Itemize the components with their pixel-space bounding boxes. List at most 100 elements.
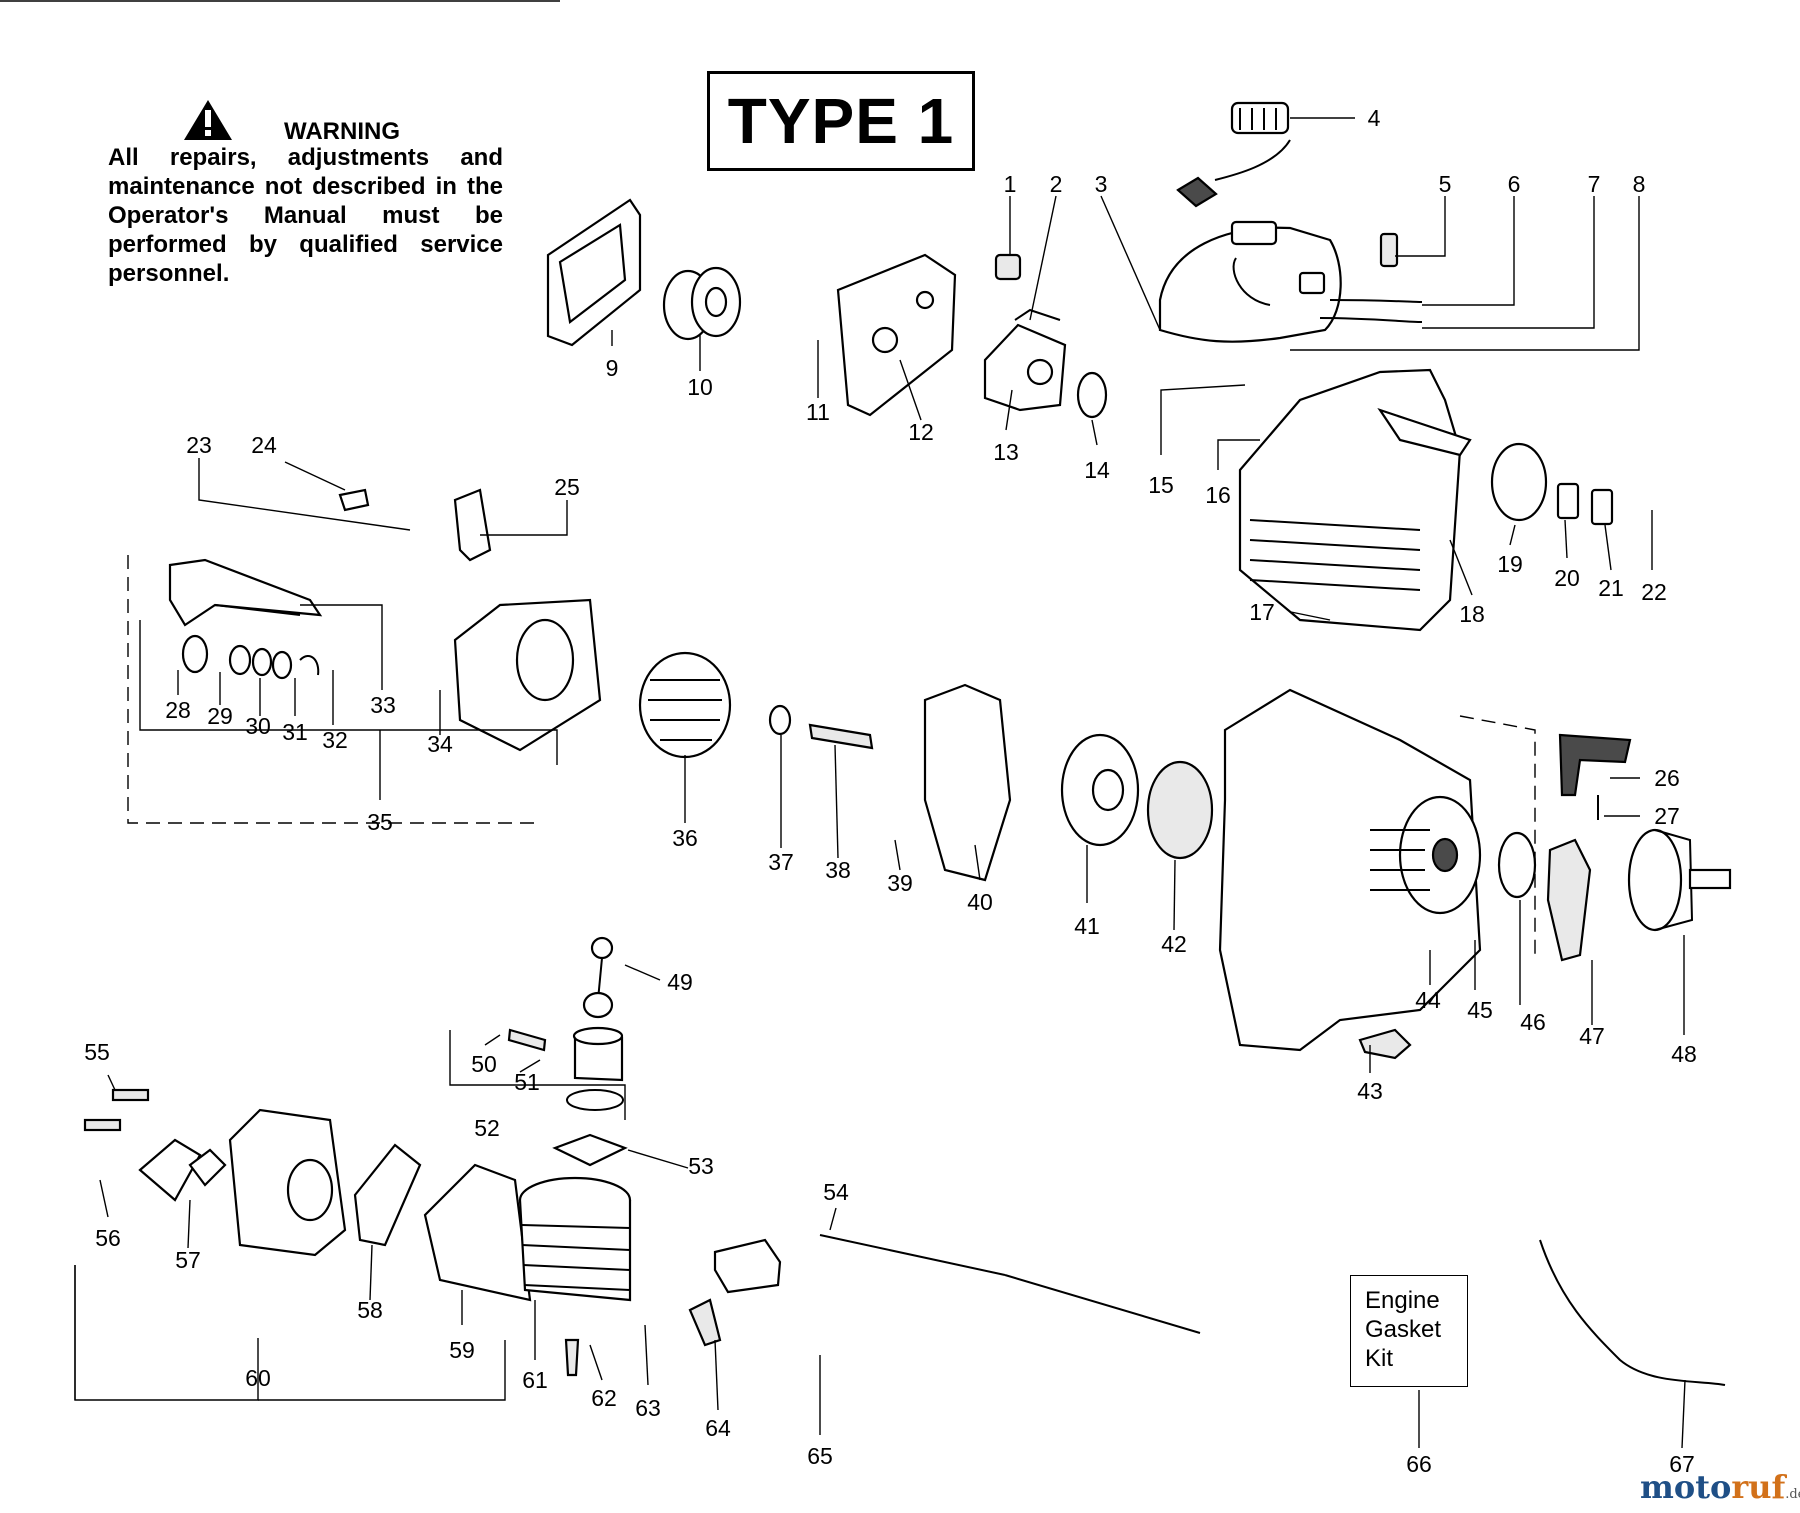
part-number-36: 36 xyxy=(672,825,698,851)
part-number-3: 3 xyxy=(1095,171,1108,197)
bracket-25-part xyxy=(453,488,492,562)
ignition-coil-part xyxy=(688,1238,782,1347)
piston-part xyxy=(566,1026,624,1111)
part-number-19: 19 xyxy=(1497,551,1523,577)
muffler-gasket-part xyxy=(188,1148,227,1187)
part-number-49: 49 xyxy=(667,969,693,995)
part-number-59: 59 xyxy=(449,1337,475,1363)
part-number-labels: 1 2 3 4 5 6 7 8 9 10 11 12 13 14 15 16 1… xyxy=(84,105,1697,1477)
starter-pulley-part xyxy=(1060,733,1140,847)
pad-21-part xyxy=(1590,488,1614,526)
part-number-11: 11 xyxy=(806,399,830,425)
watermark-part-2: ruf xyxy=(1731,1468,1786,1506)
part-number-56: 56 xyxy=(95,1225,121,1251)
muffler-part xyxy=(228,1108,347,1257)
part-number-32: 32 xyxy=(322,727,348,753)
spark-guard-part xyxy=(423,1163,532,1302)
carburetor-part xyxy=(983,308,1067,412)
throttle-cable-part xyxy=(1539,1239,1726,1386)
part-number-58: 58 xyxy=(357,1297,383,1323)
part-number-57: 57 xyxy=(175,1247,201,1273)
part-number-24: 24 xyxy=(251,432,277,458)
group-outline-35 xyxy=(127,555,540,824)
warning-text: All repairs, adjustments and maintenance… xyxy=(108,144,503,287)
part-number-10: 10 xyxy=(687,374,713,400)
type-label-box: TYPE 1 xyxy=(707,71,975,171)
part-number-33: 33 xyxy=(370,692,396,718)
part-number-50: 50 xyxy=(471,1051,497,1077)
kit-box-line-1: Engine xyxy=(1365,1287,1440,1314)
part-number-47: 47 xyxy=(1579,1023,1605,1049)
o-ring-part xyxy=(1490,442,1548,522)
piston-pin-part xyxy=(507,1028,547,1052)
air-box-part xyxy=(836,253,957,417)
part-number-43: 43 xyxy=(1357,1078,1383,1104)
cylinder-part xyxy=(518,1176,632,1302)
ignition-wire-part xyxy=(819,1234,1201,1334)
part-number-21: 21 xyxy=(1598,575,1624,601)
part-number-67: 67 xyxy=(1669,1451,1695,1477)
part-number-66: 66 xyxy=(1406,1451,1432,1477)
part-number-23: 23 xyxy=(186,432,212,458)
part-number-25: 25 xyxy=(554,474,580,500)
fuel-tank-part xyxy=(1158,220,1423,343)
part-number-46: 46 xyxy=(1520,1009,1546,1035)
disc-part xyxy=(1497,831,1537,899)
part-number-26: 26 xyxy=(1654,765,1680,791)
part-number-39: 39 xyxy=(887,870,913,896)
watermark-logo: motoruf.de xyxy=(1640,1468,1800,1506)
part-number-8: 8 xyxy=(1633,171,1646,197)
part-number-37: 37 xyxy=(768,849,794,875)
part-number-22: 22 xyxy=(1641,579,1667,605)
pad-20-part xyxy=(1556,482,1580,520)
bolt-55-part xyxy=(111,1088,150,1102)
fuel-cap-part xyxy=(1176,101,1291,208)
washer-part xyxy=(768,704,792,736)
part-number-15: 15 xyxy=(1148,472,1174,498)
part-number-63: 63 xyxy=(635,1395,661,1421)
part-number-64: 64 xyxy=(705,1415,731,1441)
heat-shield-part xyxy=(353,1143,422,1247)
clutch-pawl-part xyxy=(1546,838,1592,962)
part-number-35: 35 xyxy=(367,809,393,835)
fan-shroud-part xyxy=(923,683,1012,882)
part-number-12: 12 xyxy=(908,419,934,445)
starter-housing-part xyxy=(1218,688,1482,1052)
engine-gasket-kit-box: Engine Gasket Kit xyxy=(1350,1275,1468,1387)
recoil-spring-part xyxy=(1146,760,1214,860)
warning-heading: WARNING xyxy=(284,118,400,145)
part-number-52: 52 xyxy=(474,1115,500,1141)
kit-box-line-2: Gasket xyxy=(1365,1316,1442,1343)
part-number-65: 65 xyxy=(807,1443,833,1469)
part-number-44: 44 xyxy=(1415,987,1441,1013)
starter-handle-part xyxy=(1558,733,1632,820)
part-number-2: 2 xyxy=(1050,171,1063,197)
group-outline-26 xyxy=(1459,715,1536,960)
part-number-62: 62 xyxy=(591,1385,617,1411)
air-filter-part xyxy=(662,266,742,341)
part-number-40: 40 xyxy=(967,889,993,915)
muffler-plate-part xyxy=(138,1138,202,1202)
part-number-13: 13 xyxy=(993,439,1019,465)
part-number-34: 34 xyxy=(427,731,453,757)
part-number-41: 41 xyxy=(1074,913,1100,939)
bearing-and-seals-part xyxy=(181,634,320,680)
part-number-42: 42 xyxy=(1161,931,1187,957)
clutch-drum-part xyxy=(1627,828,1732,932)
carburetor-gasket-part xyxy=(1076,371,1108,419)
part-number-45: 45 xyxy=(1467,997,1493,1023)
part-number-30: 30 xyxy=(245,713,271,739)
part-number-38: 38 xyxy=(825,857,851,883)
spark-plug-part xyxy=(564,1338,580,1377)
part-number-55: 55 xyxy=(84,1039,110,1065)
crankshaft-part xyxy=(168,558,323,627)
part-number-51: 51 xyxy=(514,1069,540,1095)
pin-part xyxy=(808,723,874,750)
bolt-55b-part xyxy=(83,1118,122,1132)
part-number-48: 48 xyxy=(1671,1041,1697,1067)
part-number-54: 54 xyxy=(823,1179,849,1205)
part-number-4: 4 xyxy=(1368,105,1381,131)
part-number-16: 16 xyxy=(1205,482,1231,508)
part-number-27: 27 xyxy=(1654,803,1680,829)
